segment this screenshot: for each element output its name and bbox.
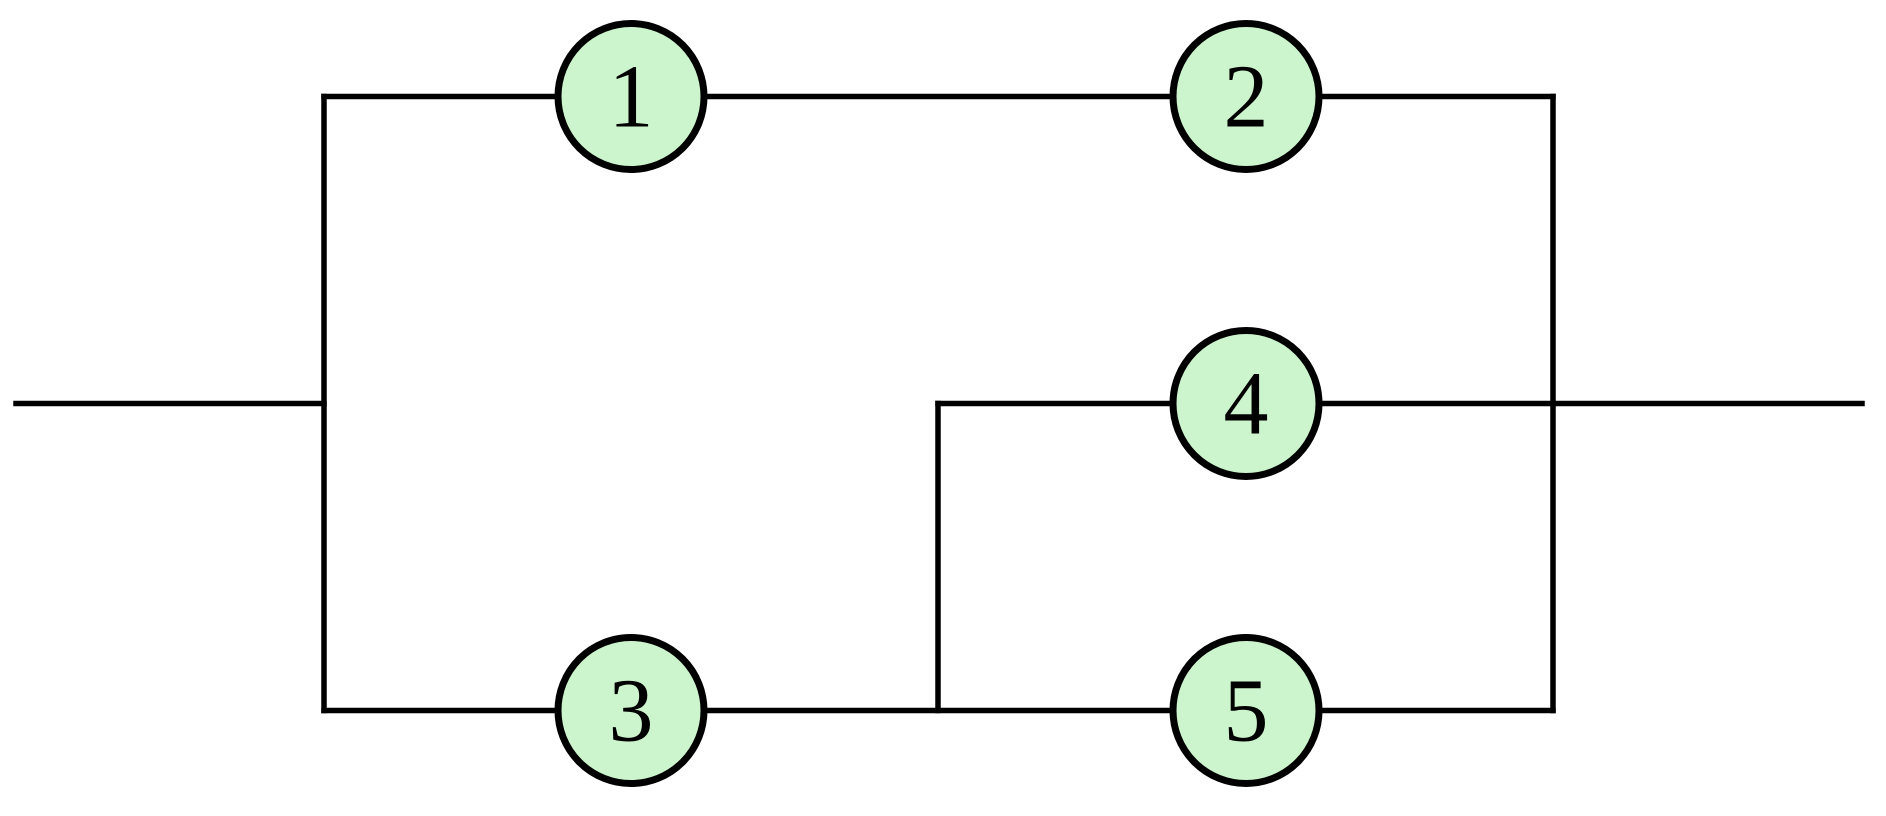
- node-3: 3: [554, 634, 708, 787]
- node-4: 4: [1169, 327, 1323, 480]
- node-1: 1: [554, 20, 708, 173]
- node-1-circle: [554, 20, 708, 173]
- node-4-label: 4: [1224, 355, 1269, 454]
- node-4-circle: [1169, 327, 1323, 480]
- node-3-label: 3: [609, 662, 654, 761]
- node-5-label: 5: [1224, 662, 1269, 761]
- node-5: 5: [1169, 634, 1323, 787]
- node-5-circle: [1169, 634, 1323, 787]
- node-2-circle: [1169, 20, 1323, 173]
- node-3-circle: [554, 634, 708, 787]
- wires: [13, 93, 1865, 714]
- node-2-label: 2: [1224, 48, 1269, 147]
- node-2: 2: [1169, 20, 1323, 173]
- node-1-label: 1: [609, 48, 654, 147]
